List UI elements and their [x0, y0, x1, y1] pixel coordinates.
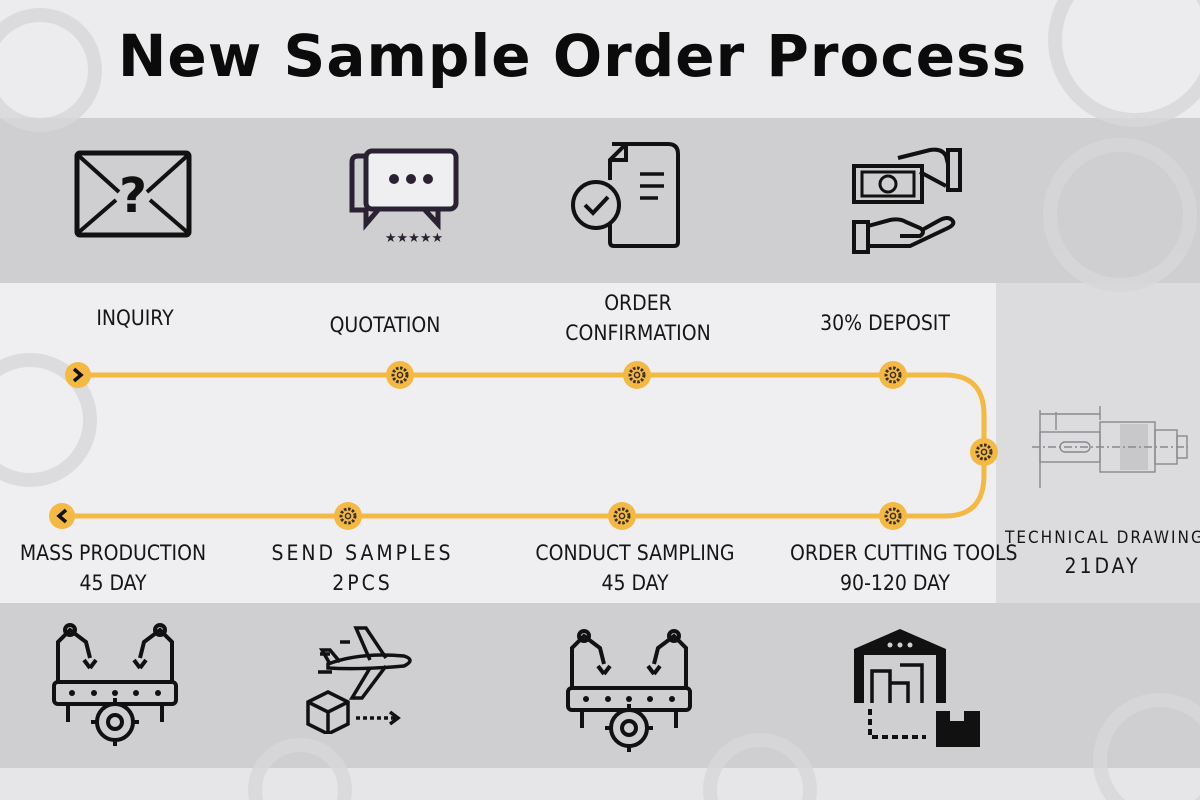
step-quantity: 2PCS — [332, 571, 393, 595]
page-title: New Sample Order Process — [117, 22, 1028, 90]
step-title: CONFIRMATION — [565, 321, 711, 345]
step-label-deposit: 30% DEPOSIT — [800, 308, 970, 338]
bottom-icon-band — [0, 603, 1200, 768]
cash-payment-hand-icon — [852, 147, 962, 254]
gear-node-send-samples — [334, 502, 362, 530]
step-title: ORDER — [604, 291, 672, 315]
gear-node-order-confirmation — [623, 361, 651, 389]
gear-node-quotation — [386, 361, 414, 389]
step-label-quotation: QUOTATION — [300, 310, 470, 340]
step-duration: 45 DAY — [79, 571, 147, 595]
robotic-assembly-icon — [566, 629, 692, 752]
step-label-inquiry: INQUIRY — [50, 303, 220, 333]
step-label-order-cutting-tools: ORDER CUTTING TOOLS 90-120 DAY — [790, 538, 1018, 598]
robotic-assembly-icon — [52, 623, 178, 746]
flow-end-marker — [49, 503, 75, 529]
timeline-panel — [0, 283, 996, 603]
step-title: INQUIRY — [96, 306, 174, 330]
footer-background — [0, 768, 1200, 800]
header-background — [0, 0, 1200, 118]
technical-drawing-panel — [996, 283, 1200, 603]
step-label-send-samples: SEND SAMPLES 2PCS — [255, 538, 470, 598]
step-title: 30% DEPOSIT — [820, 311, 950, 335]
svg-text:★★★★★: ★★★★★ — [385, 231, 443, 246]
step-duration: 90-120 DAY — [840, 571, 950, 595]
gear-node-technical-drawing — [970, 438, 998, 466]
step-label-technical-drawing: TECHNICAL DRAWING 21DAY — [1005, 524, 1200, 580]
chat-bubbles-rating-icon: ★★★★★ — [349, 148, 459, 246]
step-title: SEND SAMPLES — [271, 541, 454, 565]
svg-text:?: ? — [119, 168, 147, 224]
warehouse-box-icon — [854, 629, 980, 747]
step-title: TECHNICAL DRAWING — [1005, 528, 1200, 548]
gear-node-order-cutting-tools — [879, 502, 907, 530]
step-duration: 21DAY — [1064, 554, 1141, 578]
step-title: MASS PRODUCTION — [19, 541, 207, 565]
flow-start-marker — [65, 362, 91, 388]
step-duration: 45 DAY — [601, 571, 669, 595]
step-label-order-confirmation: ORDER CONFIRMATION — [538, 288, 738, 348]
envelope-question-icon: ? — [74, 150, 192, 238]
document-check-icon — [571, 142, 680, 248]
step-title: CONDUCT SAMPLING — [535, 541, 735, 565]
step-title: QUOTATION — [329, 313, 441, 337]
airplane-package-icon — [306, 626, 412, 734]
step-label-conduct-sampling: CONDUCT SAMPLING 45 DAY — [530, 538, 740, 598]
shaft-drawing-icon — [1032, 406, 1188, 488]
gear-node-deposit — [879, 361, 907, 389]
step-label-mass-production: MASS PRODUCTION 45 DAY — [8, 538, 218, 598]
gear-node-conduct-sampling — [608, 502, 636, 530]
step-title: ORDER CUTTING TOOLS — [790, 541, 1018, 565]
